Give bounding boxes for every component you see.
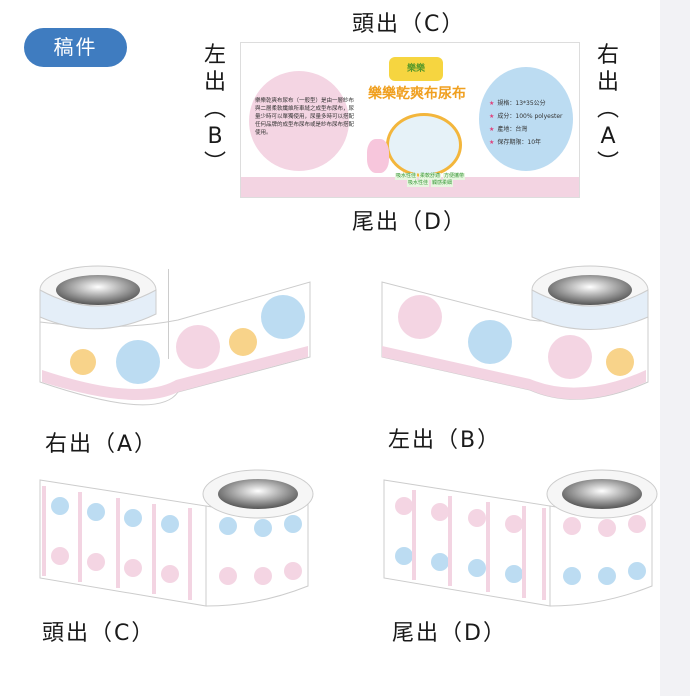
product-photo: [386, 113, 462, 177]
feature-tags: 吸水性佳柔軟舒適方便攜帶 吸水性佳觸感柔細: [391, 173, 469, 187]
roll-b-illustration: [381, 265, 649, 400]
char: A: [600, 124, 616, 149]
star-icon: ★: [489, 113, 495, 120]
brand-logo: 樂樂: [389, 57, 443, 81]
char: ︵: [203, 97, 226, 122]
roll-a-illustration: [39, 265, 311, 406]
spec-item: 規格：13*35公分: [497, 100, 546, 107]
label-artwork: 樂樂乾爽布尿布（一般型）是由一層紗布與二層柔軟纖維所車縫之成型布尿布，尿量少時可…: [240, 42, 580, 198]
tag: 柔軟舒適: [418, 173, 441, 180]
pink-band: [241, 177, 579, 197]
tag: 吸水性佳: [406, 180, 429, 187]
char: ︶: [596, 151, 619, 176]
char: 出: [203, 70, 226, 95]
label-title: 樂樂乾爽布尿布: [368, 86, 466, 102]
caption-d: 尾出（D）: [392, 621, 507, 646]
direction-right-label: 右 出 ︵ A ︶: [593, 42, 623, 177]
star-icon: ★: [489, 100, 495, 107]
spec-item: 成分：100% polyester: [497, 113, 563, 120]
char: 出: [596, 70, 619, 95]
char: ︵: [596, 97, 619, 122]
direction-left-label: 左 出 ︵ B ︶: [200, 42, 230, 177]
scroll-gutter: [660, 0, 690, 696]
star-icon: ★: [489, 139, 495, 146]
roll-c-illustration: [39, 469, 314, 607]
tag: 方便攜帶: [443, 173, 466, 180]
bunny-illustration: [367, 139, 389, 173]
tag: 觸感柔細: [431, 180, 454, 187]
draft-badge: 稿件: [24, 28, 127, 67]
char: ︶: [203, 151, 226, 176]
roll-d-illustration: [383, 469, 658, 607]
spec-item: 產地：台灣: [497, 126, 528, 133]
char: B: [207, 124, 223, 149]
caption-b: 左出（B）: [388, 428, 502, 453]
blue-cloud: [479, 67, 573, 171]
spec-list: ★規格：13*35公分 ★成分：100% polyester ★產地：台灣 ★保…: [489, 97, 562, 149]
char: 右: [596, 43, 619, 68]
tag: 吸水性佳: [394, 173, 417, 180]
caption-a: 右出（A）: [45, 432, 159, 457]
pink-circle: [249, 71, 349, 171]
direction-top-label: 頭出（C）: [352, 12, 466, 37]
direction-bottom-label: 尾出（D）: [352, 210, 467, 235]
star-icon: ★: [489, 126, 495, 133]
label-description: 樂樂乾爽布尿布（一般型）是由一層紗布與二層柔軟纖維所車縫之成型布尿布，尿量少時可…: [255, 98, 355, 136]
spec-item: 保存期限：10年: [497, 139, 542, 146]
caption-c: 頭出（C）: [42, 621, 156, 646]
char: 左: [203, 43, 226, 68]
